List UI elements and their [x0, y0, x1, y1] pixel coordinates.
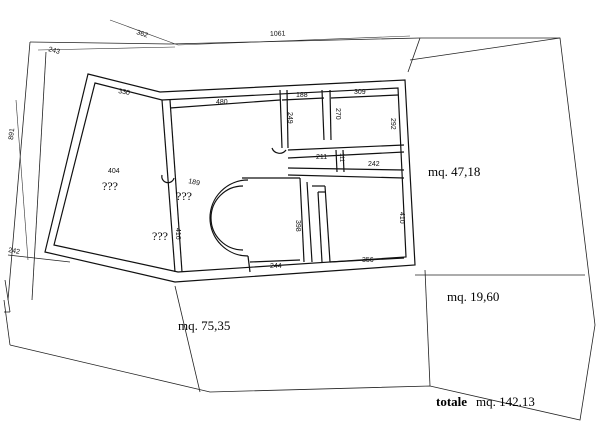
top-dimension-lines — [15, 19, 411, 261]
dim-111: 111 — [338, 153, 344, 163]
dim-309: 309 — [354, 89, 366, 96]
dim-1061: 1061 — [270, 30, 286, 38]
dim-243: 243 — [47, 46, 60, 56]
building-walls — [44, 73, 416, 283]
area-labels: mq. 47,18 mq. 19,60 mq. 75,35 — [178, 164, 499, 333]
dim-211: 211 — [316, 154, 327, 161]
unknown-lower-room: ??? — [152, 229, 168, 243]
total-value: mq. 142.13 — [476, 394, 535, 409]
dim-330: 330 — [118, 88, 131, 97]
room-labels: ??? ??? ??? — [102, 179, 192, 243]
dim-189: 189 — [188, 178, 201, 187]
dim-244: 244 — [270, 263, 282, 270]
dim-416: 416 — [174, 228, 181, 240]
dim-410: 410 — [398, 212, 405, 224]
dim-249: 249 — [286, 112, 293, 124]
dim-891: 891 — [8, 128, 16, 140]
dim-480: 480 — [216, 99, 228, 106]
unknown-left-room: ??? — [102, 179, 118, 193]
total-area: totale mq. 142.13 — [436, 394, 535, 409]
dim-292: 292 — [389, 118, 396, 130]
unknown-center-room: ??? — [176, 189, 192, 203]
dim-404: 404 — [108, 168, 120, 175]
area-right-bottom: mq. 19,60 — [447, 289, 499, 304]
dim-188: 188 — [296, 92, 308, 99]
dim-398: 398 — [294, 220, 301, 232]
total-prefix: totale — [436, 394, 467, 409]
dim-242-left: 242 — [8, 247, 21, 256]
dim-270: 270 — [334, 108, 341, 120]
dim-242-room: 242 — [368, 161, 380, 168]
area-right-top: mq. 47,18 — [428, 164, 480, 179]
dimension-labels: 243 362 1061 891 242 330 480 188 309 249… — [8, 29, 405, 270]
area-bottom: mq. 75,35 — [178, 318, 230, 333]
dim-362: 362 — [135, 29, 148, 39]
dim-356: 356 — [362, 257, 374, 264]
